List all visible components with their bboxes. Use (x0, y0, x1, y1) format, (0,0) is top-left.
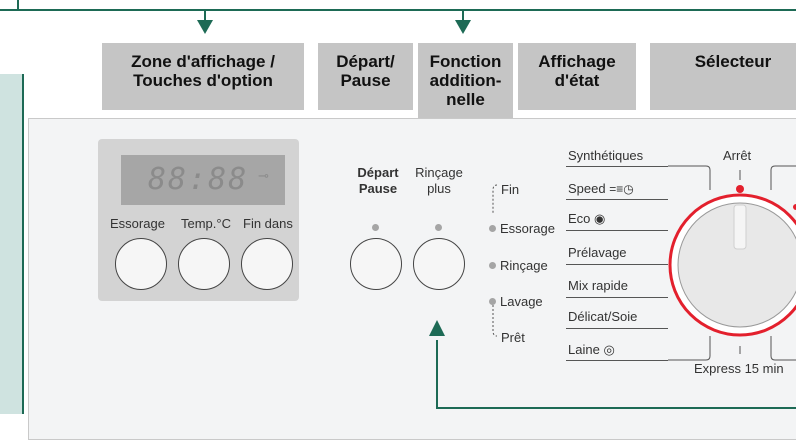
program-eco-label: Eco (568, 211, 591, 226)
program-delicat-soie: Délicat/Soie (568, 309, 638, 324)
program-dial-knob (677, 202, 796, 328)
dial-bracket-right-top (770, 165, 796, 190)
program-divider (566, 360, 668, 361)
status-fin: Fin (501, 182, 520, 197)
lcd-display (121, 155, 285, 205)
option-label-essorage: Essorage (110, 216, 165, 231)
status-pret: Prêt (501, 330, 525, 345)
program-divider (566, 230, 668, 231)
status-bracket-top (492, 184, 498, 214)
program-prelavage: Prélavage (568, 245, 627, 260)
dial-bracket-right-bottom (770, 336, 796, 361)
dial-indicator-dot (736, 185, 744, 193)
header-display-zone: Zone d'affichage / Touches d'option (102, 43, 304, 110)
option-label-fin-dans: Fin dans (243, 216, 293, 231)
header-display-zone-line2: Touches d'option (133, 71, 273, 90)
status-essorage-led (489, 225, 496, 232)
arrow-function-head (455, 20, 471, 34)
header-start-pause-line2: Pause (340, 71, 391, 90)
option-label-temp: Temp.°C (181, 216, 231, 231)
program-divider (566, 264, 668, 265)
header-display-zone-line1: Zone d'affichage / (131, 52, 275, 71)
start-pause-button[interactable] (350, 238, 402, 290)
header-selector: Sélecteur (650, 43, 796, 110)
dial-label-express: Express 15 min (694, 361, 784, 376)
header-start-pause-line1: Départ/ (336, 52, 395, 71)
program-laine-label: Laine (568, 342, 600, 357)
dial-bracket-left-top (668, 165, 711, 190)
header-additional-function: Fonction addition- nelle (418, 43, 513, 120)
dial-grip (733, 204, 747, 250)
header-start-pause: Départ/ Pause (318, 43, 413, 110)
status-rincage-led (489, 262, 496, 269)
program-divider (566, 166, 668, 167)
status-lavage-led (489, 298, 496, 305)
left-margin-strip (0, 74, 24, 414)
temperature-button[interactable] (178, 238, 230, 290)
start-button-label-line2: Pause (358, 181, 398, 196)
program-speed-label: Speed (568, 181, 606, 196)
diagram-overlay (0, 0, 796, 409)
dial-side-dot (793, 204, 796, 210)
program-divider (566, 297, 668, 298)
arrow-up-head (429, 320, 445, 336)
lcd-digits: 88:88 (148, 162, 249, 197)
status-essorage: Essorage (500, 221, 555, 236)
eco-leaf-icon: ◉ (594, 211, 606, 226)
start-led (372, 224, 379, 231)
status-rincage: Rinçage (500, 258, 548, 273)
rinse-led (435, 224, 442, 231)
rinse-plus-button[interactable] (413, 238, 465, 290)
wool-icon: ◎ (603, 342, 615, 357)
program-synthetiques: Synthétiques (568, 148, 644, 163)
essorage-button[interactable] (115, 238, 167, 290)
speed-timer-icon: =≡◷ (609, 182, 634, 196)
header-additional-function-line3: nelle (446, 90, 485, 109)
header-status-display-line1: Affichage (538, 52, 616, 71)
program-eco: Eco ◉ (568, 211, 605, 227)
header-additional-function-line2: addition- (429, 71, 502, 90)
arrow-display-head (197, 20, 213, 34)
program-speed: Speed =≡◷ (568, 181, 634, 196)
rinse-button-label-line1: Rinçage (415, 165, 463, 180)
arrow-bottom-line (436, 340, 796, 409)
program-divider (566, 328, 668, 329)
key-lock-icon: ⊸ (258, 168, 269, 183)
program-mix-rapide: Mix rapide (568, 278, 628, 293)
dial-bracket-left-bottom (668, 336, 711, 361)
status-bracket-bottom (492, 305, 498, 337)
header-status-display: Affichage d'état (518, 43, 636, 110)
rinse-button-label-line2: plus (427, 181, 451, 196)
dial-label-arret: Arrêt (723, 148, 752, 163)
status-lavage: Lavage (500, 294, 543, 309)
header-status-display-line2: d'état (554, 71, 600, 90)
header-selector-label: Sélecteur (694, 52, 772, 71)
header-additional-function-line1: Fonction (429, 52, 502, 71)
program-divider (566, 199, 668, 200)
program-laine: Laine ◎ (568, 342, 615, 358)
fin-dans-button[interactable] (241, 238, 293, 290)
start-button-label-line1: Départ (357, 165, 399, 180)
